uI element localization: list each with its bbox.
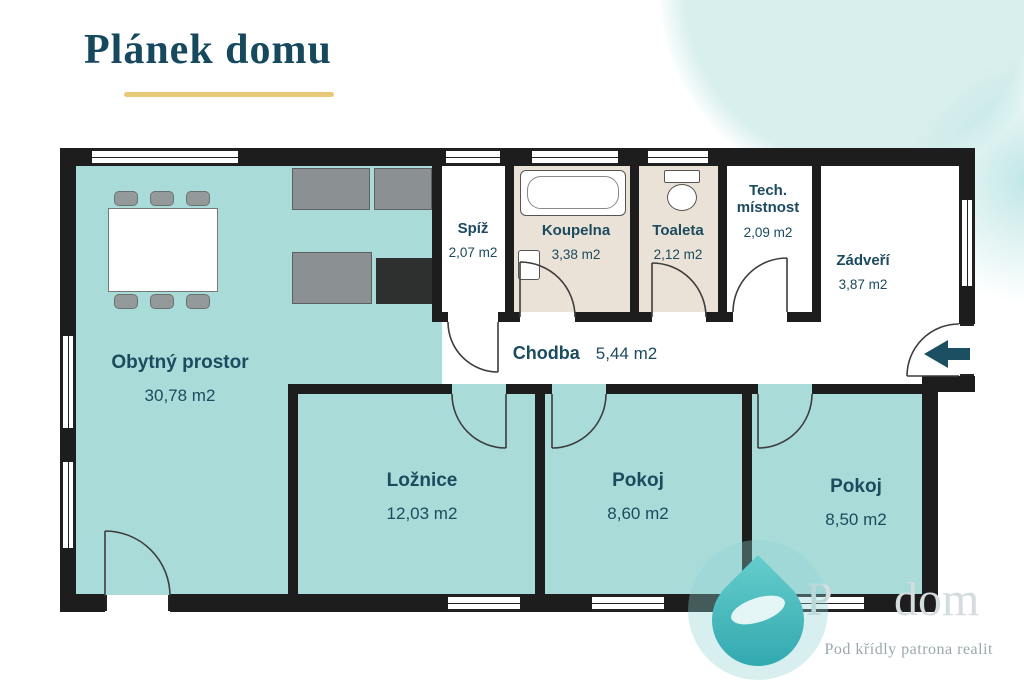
room-label-living: Obytný prostor 30,78 m2 <box>80 352 280 405</box>
room-area-value: 3,38 m2 <box>551 247 601 263</box>
room-label-bathroom: Koupelna 3,38 m2 <box>520 222 632 263</box>
wall-outer-bottom <box>60 594 105 612</box>
wall-corridor-top <box>575 312 652 322</box>
room-label-entry-hall: Zádveří 3,87 m2 <box>820 252 906 293</box>
room-name: Chodba <box>512 343 580 363</box>
kitchen-counter <box>292 168 370 210</box>
room-area-value: 8,50 m2 <box>825 509 887 529</box>
window <box>61 462 75 548</box>
room-name: místnost <box>736 199 800 217</box>
wall-outer-right-lower <box>922 392 938 612</box>
wall-outer-right-step <box>922 376 975 392</box>
wall-pantry-bathroom <box>505 166 514 322</box>
chair <box>150 294 174 309</box>
wall-corridor-bottom <box>606 384 758 394</box>
wall-room1-room2 <box>742 384 752 596</box>
wall-outer-top <box>60 148 975 166</box>
room-label-room1: Pokoj 8,60 m2 <box>552 470 724 523</box>
kitchen-counter <box>374 168 432 210</box>
room-name: Zádveří <box>836 252 890 269</box>
room-label-bedroom: Ložnice 12,03 m2 <box>332 470 512 523</box>
window <box>648 149 708 165</box>
window <box>61 336 75 428</box>
window <box>792 595 864 611</box>
wall-bedroom-left <box>288 384 298 596</box>
window <box>592 595 664 611</box>
wall-bathroom-toilet <box>630 166 639 322</box>
chair <box>150 191 174 206</box>
room-area-value: 30,78 m2 <box>144 385 216 405</box>
wall-corridor-top <box>498 312 520 322</box>
room-name: Obytný prostor <box>111 352 249 373</box>
room-area-value: 5,44 m2 <box>595 344 658 363</box>
bathtub-inner <box>527 176 619 209</box>
wall-toilet-tech <box>718 166 727 322</box>
room-area-value: 12,03 m2 <box>386 503 458 523</box>
page-title: Plánek domu <box>84 27 332 73</box>
room-area-value: 3,87 m2 <box>838 277 888 293</box>
company-tagline: Pod křídly patrona realit <box>824 641 993 658</box>
watermark-text: dom <box>894 573 980 626</box>
door-opening-entrance <box>960 324 974 376</box>
room-area-value: 8,60 m2 <box>607 503 669 523</box>
wall-corridor-bottom <box>812 384 922 394</box>
watermark-text: P <box>806 573 833 626</box>
window <box>448 595 520 611</box>
room-area-value: 2,09 m2 <box>743 224 793 240</box>
room-area-value: 2,07 m2 <box>448 245 498 261</box>
window <box>960 200 974 286</box>
room-label-corridor: Chodba 5,44 m2 <box>495 343 675 364</box>
wall-bedroom-room1 <box>535 384 545 596</box>
room-area-value: 2,12 m2 <box>653 247 703 263</box>
room-name: Toaleta <box>652 222 704 239</box>
kitchen-appliance <box>376 258 432 304</box>
room-area-pantry <box>432 158 514 322</box>
room-name: Ložnice <box>386 470 458 491</box>
window <box>446 149 500 165</box>
room-label-pantry: Spíž 2,07 m2 <box>440 220 506 261</box>
room-name: Tech. <box>748 182 788 199</box>
kitchen-counter <box>292 252 372 304</box>
room-label-toilet: Toaleta 2,12 m2 <box>640 222 716 263</box>
window <box>92 149 238 165</box>
title-underline <box>124 92 334 97</box>
room-name: Pokoj <box>612 470 664 491</box>
wall-corridor-top <box>432 312 448 322</box>
wall-corridor-top <box>706 312 733 322</box>
wall-corridor-bottom <box>288 384 452 394</box>
wall-corridor-top <box>787 312 821 322</box>
room-label-room2: Pokoj 8,50 m2 <box>770 476 942 529</box>
room-name: Koupelna <box>541 222 611 239</box>
toilet-fixture <box>667 184 697 211</box>
toilet-fixture <box>664 170 700 183</box>
chair <box>114 294 138 309</box>
chair <box>114 191 138 206</box>
wall-kitchen-pantry <box>432 166 442 322</box>
wall-tech-entry <box>812 166 821 312</box>
room-area-corridor <box>442 312 975 392</box>
window <box>532 149 618 165</box>
dining-table <box>108 208 218 292</box>
chair <box>186 294 210 309</box>
room-name: Pokoj <box>830 476 882 497</box>
wall-corridor-bottom <box>506 384 552 394</box>
room-label-tech: Tech. místnost 2,09 m2 <box>724 182 812 240</box>
chair <box>186 191 210 206</box>
room-name: Spíž <box>457 220 489 237</box>
door-opening-terrace <box>105 595 170 611</box>
